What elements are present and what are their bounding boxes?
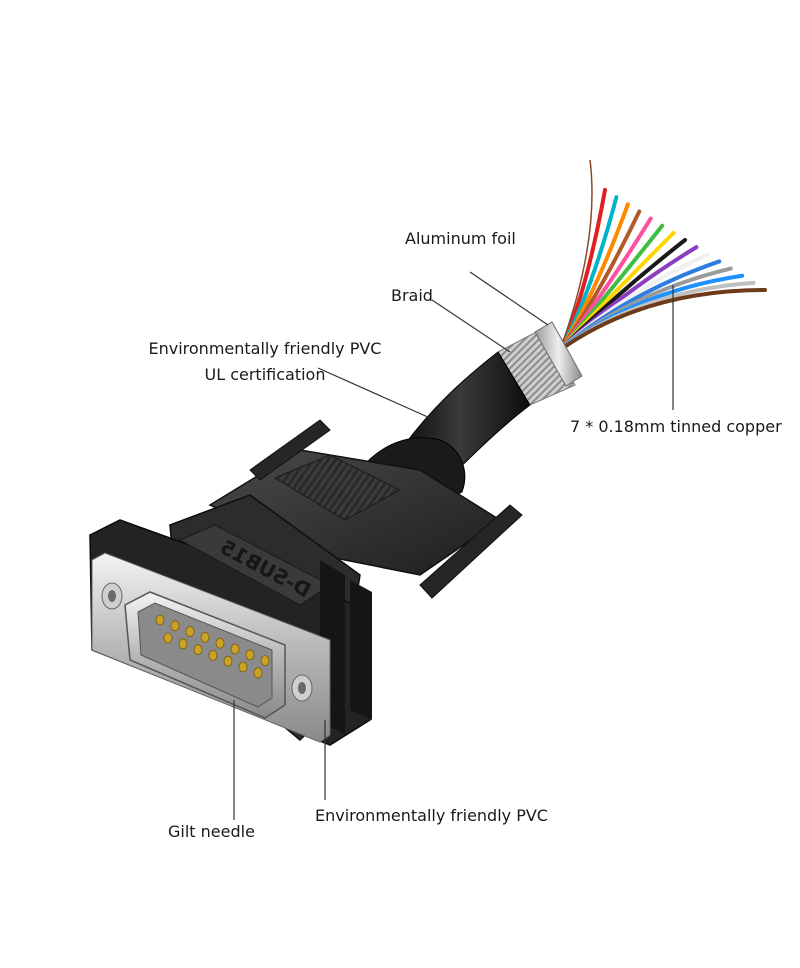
gilt-pin bbox=[253, 667, 263, 679]
signal-wires bbox=[558, 159, 767, 352]
leader-pvc-ul bbox=[317, 367, 431, 419]
gilt-pin bbox=[215, 637, 225, 649]
jack-screw-right bbox=[291, 674, 313, 702]
gilt-pin bbox=[193, 644, 203, 655]
leader-braid bbox=[431, 299, 511, 353]
leader-aluminum-foil bbox=[469, 271, 549, 326]
callout-pvc-bottom-text: Environmentally friendly PVC bbox=[315, 806, 548, 825]
callout-pvc-bottom: Environmentally friendly PVC bbox=[315, 803, 548, 829]
callout-aluminum-foil: Aluminum foil bbox=[405, 226, 516, 252]
gilt-pin bbox=[245, 649, 255, 661]
wire bbox=[558, 288, 767, 352]
callout-pvc-ul-line2: UL certification bbox=[204, 365, 326, 384]
gilt-pin bbox=[208, 650, 218, 661]
gilt-pin bbox=[230, 643, 240, 655]
jack-screw-left bbox=[101, 582, 123, 610]
gilt-pin bbox=[163, 632, 173, 644]
gilt-pin bbox=[185, 626, 195, 637]
callout-pvc-ul-line1: Environmentally friendly PVC bbox=[148, 339, 382, 358]
callout-braid: Braid bbox=[391, 283, 433, 309]
gilt-pin bbox=[260, 655, 270, 666]
gilt-pins bbox=[155, 614, 270, 679]
gilt-pin bbox=[155, 614, 165, 626]
callout-pvc-ul: Environmentally friendly PVC UL certific… bbox=[145, 336, 385, 388]
leader-lines bbox=[233, 271, 674, 820]
gilt-pin bbox=[200, 632, 210, 643]
gilt-pin bbox=[223, 655, 233, 667]
connector-hood bbox=[208, 419, 523, 599]
gilt-pin bbox=[178, 638, 188, 650]
aluminum-foil bbox=[534, 321, 583, 387]
callout-aluminum-foil-text: Aluminum foil bbox=[405, 229, 516, 248]
callout-tinned-copper-text: 7 * 0.18mm tinned copper bbox=[570, 417, 782, 436]
gilt-pin bbox=[170, 620, 180, 632]
callout-gilt-needle: Gilt needle bbox=[168, 819, 255, 845]
drain-wire bbox=[559, 159, 593, 351]
gilt-pin bbox=[238, 661, 248, 673]
callout-braid-text: Braid bbox=[391, 286, 433, 305]
callout-tinned-copper: 7 * 0.18mm tinned copper bbox=[570, 414, 782, 440]
callout-gilt-needle-text: Gilt needle bbox=[168, 822, 255, 841]
